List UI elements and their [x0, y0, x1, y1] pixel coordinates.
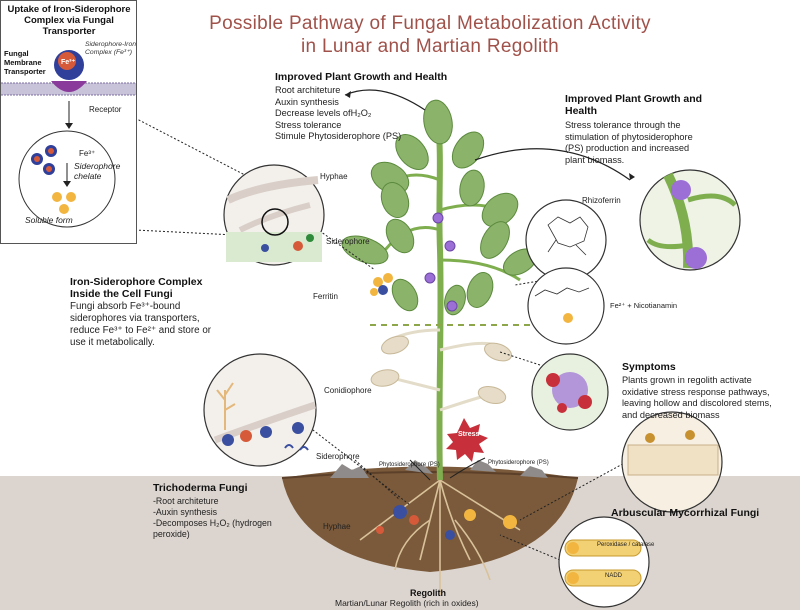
stem-zoom-circle	[639, 169, 741, 271]
trichoderma-item: -Auxin synthesis	[153, 507, 218, 517]
improved-center-item: Root architeture	[275, 85, 341, 95]
plant-flowers	[424, 212, 458, 312]
rhizoferrin-label: Rhizoferrin	[582, 196, 621, 205]
inset-complex-line1: Siderophore-Iron	[85, 41, 137, 48]
iron-uptake-inset: Uptake of Iron-Siderophore Complex via F…	[0, 0, 137, 244]
inset-complex-line2: Complex (Fe³⁺)	[85, 49, 133, 56]
ferritin-label: Ferritin	[313, 292, 338, 301]
stress-label: Stress	[458, 431, 480, 438]
inset-chelate-line1: Siderophore	[74, 161, 121, 171]
improved-right-line: plant biomass.	[565, 154, 625, 165]
stress-burst	[446, 418, 488, 462]
iron-complex-heading-line2: Inside the Cell Fungi	[70, 288, 173, 300]
inset-fungal-label: Fungal	[4, 49, 29, 58]
improved-center-heading: Improved Plant Growth and Health	[275, 71, 448, 83]
plant-leaves	[341, 99, 538, 316]
nicotianamin-label: Fe²⁺ + Nicotianamin	[610, 301, 678, 310]
improved-right-heading-line1: Improved Plant Growth and	[565, 93, 703, 105]
hyphae-top-circle	[223, 164, 325, 266]
regolith-label: Regolith	[410, 588, 446, 598]
inset-membrane-label: Membrane	[4, 58, 42, 67]
trichoderma-item: -Root architeture	[153, 496, 219, 506]
symptoms-heading: Symptoms	[622, 361, 676, 373]
peroxidase-label: Peroxidase / catalase	[597, 542, 655, 548]
siderophore-mid-label: Siderophore	[316, 452, 360, 461]
improved-right-line: (PS) production and increased	[565, 143, 690, 153]
improved-center-item: Decrease levels ofH₂O₂	[275, 108, 372, 118]
improved-right-line: stimulation of phytosiderophore	[565, 131, 693, 142]
regolith-sub-label: Martian/Lunar Regolith (rich in oxides)	[335, 598, 479, 608]
phytosiderophore-right-label: Phytosiderophore (PS)	[488, 460, 549, 466]
amf-circle	[621, 411, 723, 513]
trichoderma-item: peroxide)	[153, 529, 190, 539]
dry-leaves	[370, 335, 512, 405]
improved-center-item: Auxin synthesis	[275, 96, 339, 107]
inset-fe-ion: Fe³⁺	[61, 59, 76, 66]
trichoderma-heading: Trichoderma Fungi	[153, 482, 248, 494]
rhizoferrin-circle	[525, 199, 607, 281]
symptoms-line: and decreased biomass	[622, 409, 720, 420]
improved-center-item: Stress tolerance	[275, 119, 342, 130]
soil-fungi	[376, 505, 517, 540]
nicotianamin-circle	[527, 267, 605, 345]
inset-art	[1, 50, 136, 228]
inset-title-line2: Complex via Fungal	[24, 15, 114, 26]
iron-complex-block: Iron-Siderophore Complex Inside the Cell…	[70, 276, 270, 349]
symptoms-line: oxidative stress response pathways,	[622, 386, 770, 397]
inset-title-line3: Transporter	[42, 26, 96, 37]
iron-complex-line: use it metabolically.	[70, 337, 155, 348]
conidiophore-circle	[203, 353, 317, 467]
title-line2: in Lunar and Martian Regolith	[301, 36, 559, 57]
improved-center-item: Stimule Phytosiderophore (PS)	[275, 131, 402, 141]
ferritin-cluster	[370, 273, 393, 296]
peroxidase-circle	[558, 516, 650, 608]
improved-right-line: Stress tolerance through the	[565, 120, 681, 130]
inset-receptor-label: Receptor	[89, 105, 122, 114]
iron-complex-line: siderophores via transporters,	[70, 313, 200, 324]
inset-title-line1: Uptake of Iron-Siderophore	[7, 4, 131, 15]
symptoms-line: Plants grown in regolith activate	[622, 375, 752, 385]
inset-chelate-line2: chelate	[74, 171, 102, 181]
iron-complex-line: Fungi absorb Fe³⁺-bound	[70, 301, 181, 312]
improved-center-block: Improved Plant Growth and Health Root ar…	[275, 71, 465, 143]
diagram-title: Possible Pathway of Fungal Metabolizatio…	[200, 12, 660, 58]
amf-heading: Arbuscular Mycorrhizal Fungi	[611, 507, 760, 519]
hyphae-top-label: Hyphae	[320, 172, 348, 181]
conidiophore-label: Conidiophore	[324, 386, 372, 395]
iron-complex-heading-line1: Iron-Siderophore Complex	[70, 276, 203, 288]
plant-stem	[435, 119, 444, 481]
siderophore-top-label: Siderophore	[326, 237, 370, 246]
trichoderma-block: Trichoderma Fungi -Root architeture -Aux…	[153, 482, 313, 540]
symptoms-block: Symptoms Plants grown in regolith activa…	[622, 361, 797, 421]
iron-complex-line: reduce Fe³⁺ to Fe²⁺ and store or	[70, 325, 212, 336]
improved-right-heading-line2: Health	[565, 105, 598, 117]
title-line1: Possible Pathway of Fungal Metabolizatio…	[209, 13, 651, 34]
symptoms-line: leaving hollow and discolored stems,	[622, 398, 772, 408]
hyphae-bottom-label: Hyphae	[323, 522, 351, 531]
nadd-label: NADD	[605, 573, 623, 579]
inset-fe3-label: Fe³⁺	[79, 149, 96, 158]
improved-right-block: Improved Plant Growth and Health Stress …	[565, 93, 725, 166]
inset-soluble-label: Soluble form	[25, 215, 73, 225]
phytosiderophore-left-label: Phytosiderophore (PS)	[379, 462, 440, 468]
trichoderma-item: -Decomposes H₂O₂ (hydrogen	[153, 518, 272, 528]
inset-transporter-label: Transporter	[4, 67, 46, 76]
symptoms-circle	[531, 353, 609, 431]
